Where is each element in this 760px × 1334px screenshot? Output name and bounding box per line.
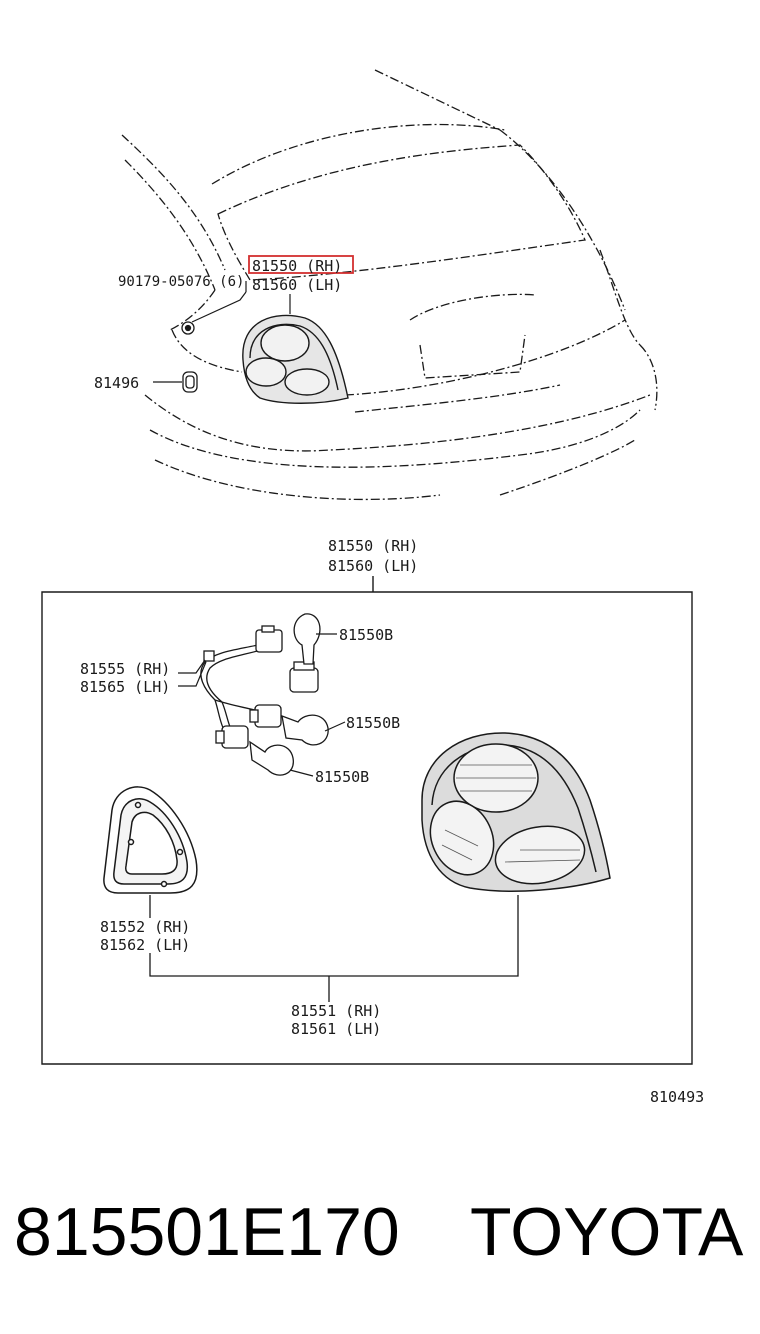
socket-wire-harness[interactable] [200, 625, 319, 749]
label-assy-rh[interactable]: 81550 (RH) [328, 537, 418, 555]
leader-lines-bottom [149, 895, 519, 1002]
label-top-rh[interactable]: 81550 (RH) [252, 257, 342, 275]
label-socket-rh[interactable]: 81555 (RH) [80, 660, 170, 678]
label-screw[interactable]: 90179-05076 (6) [118, 274, 244, 290]
label-top-lh[interactable]: 81560 (LH) [252, 276, 342, 294]
label-lens-lh[interactable]: 81561 (LH) [291, 1020, 381, 1038]
label-gasket-lh[interactable]: 81562 (LH) [100, 936, 190, 954]
clip-part[interactable] [182, 371, 198, 393]
label-lens-rh[interactable]: 81551 (RH) [291, 1002, 381, 1020]
brand-name: TOYOTA [470, 1194, 744, 1270]
bulb-bottom[interactable] [249, 740, 294, 776]
label-bulb-mid[interactable]: 81550B [346, 714, 400, 732]
assembly-frame [41, 576, 693, 1065]
leader-lines-top [153, 281, 291, 383]
leader-lines-middle [178, 633, 346, 777]
label-bulb-bot[interactable]: 81550B [315, 768, 369, 786]
gasket-part[interactable] [103, 786, 198, 894]
bulb-top[interactable] [293, 613, 321, 665]
label-socket-lh[interactable]: 81565 (LH) [80, 678, 170, 696]
label-assy-lh[interactable]: 81560 (LH) [328, 557, 418, 575]
label-bulb-top[interactable]: 81550B [339, 626, 393, 644]
screw-part[interactable] [181, 321, 195, 335]
label-gasket-rh[interactable]: 81552 (RH) [100, 918, 190, 936]
label-clip[interactable]: 81496 [94, 374, 139, 392]
part-number: 815501E170 [14, 1194, 400, 1270]
drawing-number: 810493 [650, 1088, 704, 1106]
highlight-box [248, 255, 354, 274]
vehicle-rear-outline [121, 69, 658, 501]
tail-lamp-vehicle-view[interactable] [242, 314, 349, 404]
lens-part[interactable] [419, 732, 611, 892]
bulb-middle[interactable] [281, 714, 329, 746]
